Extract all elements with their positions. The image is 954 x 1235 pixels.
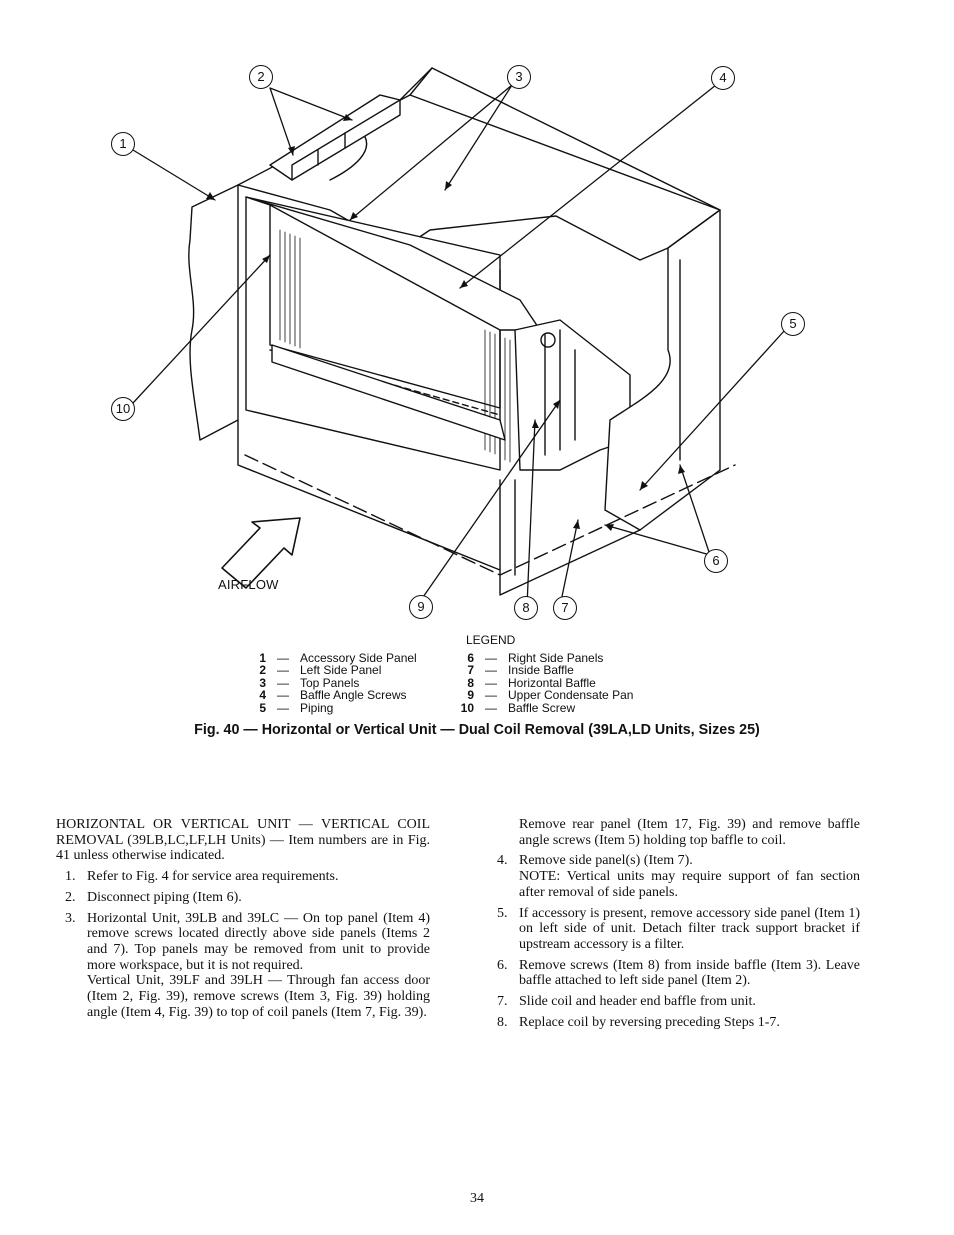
- callout-9: 9: [409, 595, 433, 619]
- airflow-label: AIRFLOW: [218, 577, 279, 592]
- section-intro: HORIZONTAL OR VERTICAL UNIT — VERTICAL C…: [56, 817, 430, 864]
- callout-4: 4: [711, 66, 735, 90]
- legend-number: 9: [467, 688, 474, 703]
- legend-dash: —: [485, 651, 497, 665]
- callout-10: 10: [111, 397, 135, 421]
- step-text: Remove screws (Item 8) from inside baffl…: [519, 957, 860, 989]
- legend-left-column: 1 — Accessory Side Panel 2 — Left Side Panel…: [240, 651, 417, 715]
- step-text: If accessory is present, remove accessor…: [519, 905, 860, 952]
- legend-dash: —: [277, 688, 289, 703]
- right-side-panel: [604, 209, 721, 531]
- callout-8: 8: [514, 596, 538, 620]
- callout-2: 2: [249, 65, 273, 89]
- legend-row: 2 — Left Side Panel: [240, 663, 417, 678]
- list-item: 4. Remove side panel(s) (Item 7).: [488, 853, 860, 869]
- legend-row: 7 — Inside Baffle: [448, 663, 633, 678]
- legend-number: 4: [259, 688, 266, 703]
- list-item: 7. Slide coil and header end baffle from …: [488, 994, 860, 1010]
- legend-row: 8 — Horizontal Baffle: [448, 675, 633, 690]
- callout-1: 1: [111, 132, 135, 156]
- accessory-side-panel: [188, 184, 239, 441]
- legend-row: 1 — Accessory Side Panel: [240, 651, 417, 665]
- left-text-column: HORIZONTAL OR VERTICAL UNIT — VERTICAL C…: [56, 817, 430, 1020]
- legend-row: 4 — Baffle Angle Screws: [240, 688, 417, 703]
- page-number: 34: [470, 1191, 484, 1206]
- list-item: 1. Refer to Fig. 4 for service area requi…: [56, 869, 430, 885]
- legend-dash: —: [485, 675, 497, 690]
- legend-row: 6 — Right Side Panels: [448, 651, 633, 665]
- legend-label: Inside Baffle: [508, 663, 574, 678]
- right-text-column: Remove rear panel (Item 17, Fig. 39) and…: [488, 817, 860, 1030]
- step-text: Disconnect piping (Item 6).: [87, 889, 242, 905]
- step-text: Replace coil by reversing preceding Step…: [519, 1014, 780, 1030]
- step-number: 4.: [497, 853, 508, 869]
- legend-number: 1: [259, 651, 266, 665]
- legend-label: Right Side Panels: [508, 651, 604, 665]
- legend-dash: —: [485, 663, 497, 678]
- legend-dash: —: [277, 663, 289, 678]
- step-text: Slide coil and header end baffle from un…: [519, 994, 756, 1010]
- callout-3: 3: [507, 65, 531, 89]
- legend-row: 5 — Piping: [240, 700, 417, 715]
- legend-number: 3: [259, 675, 266, 690]
- legend-right-column: 6 — Right Side Panels 7 — Inside Baffle 8 — Ho…: [448, 651, 634, 715]
- legend-title: LEGEND: [466, 633, 516, 647]
- legend-number: 2: [259, 663, 266, 678]
- step-text: Horizontal Unit, 39LB and 39LC — On top …: [87, 910, 430, 973]
- legend-label: Accessory Side Panel: [300, 651, 417, 665]
- step-continuation: Remove rear panel (Item 17, Fig. 39) and…: [519, 817, 860, 848]
- step-text: Refer to Fig. 4 for service area require…: [87, 869, 339, 885]
- legend-label: Baffle Screw: [508, 700, 576, 715]
- legend-label: Piping: [300, 700, 334, 715]
- legend-dash: —: [485, 688, 497, 703]
- step-number: 6.: [497, 957, 508, 973]
- list-item: 6. Remove screws (Item 8) from inside baf…: [488, 958, 860, 989]
- legend-label: Left Side Panel: [300, 663, 382, 678]
- legend-dash: —: [485, 700, 497, 715]
- legend-dash: —: [277, 700, 289, 715]
- figure-caption: Fig. 40 — Horizontal or Vertical Unit — …: [194, 722, 760, 738]
- legend-row: 9 — Upper Condensate Pan: [448, 688, 634, 703]
- legend-number: 6: [467, 651, 474, 665]
- list-item: 8. Replace coil by reversing preceding St…: [488, 1015, 860, 1031]
- step-number: 7.: [497, 994, 508, 1010]
- legend-label: Baffle Angle Screws: [300, 688, 407, 703]
- legend-number: 5: [259, 700, 266, 715]
- legend-row: 3 — Top Panels: [240, 675, 417, 690]
- note-text: NOTE: Vertical units may require support…: [519, 869, 860, 900]
- list-item: 2. Disconnect piping (Item 6).: [56, 890, 430, 906]
- legend-dash: —: [277, 675, 289, 690]
- airflow-arrow: [221, 517, 301, 589]
- legend-number: 7: [467, 663, 474, 678]
- callout-7: 7: [553, 596, 577, 620]
- step-number: 8.: [497, 1014, 508, 1030]
- legend-label: Horizontal Baffle: [508, 675, 596, 690]
- step-number: 1.: [65, 869, 76, 885]
- callout-6: 6: [704, 549, 728, 573]
- list-item: 5. If accessory is present, remove access…: [488, 906, 860, 953]
- step-number: 5.: [497, 905, 508, 921]
- callout-5: 5: [781, 312, 805, 336]
- dual-coil-removal-diagram: [132, 67, 786, 607]
- legend-number: 8: [467, 675, 474, 690]
- list-item: 3. Horizontal Unit, 39LB and 39LC — On to…: [56, 911, 430, 974]
- step-text: Remove side panel(s) (Item 7).: [519, 853, 693, 869]
- legend-label: Top Panels: [300, 675, 360, 690]
- step-continuation: Vertical Unit, 39LF and 39LH — Through f…: [87, 973, 430, 1020]
- step-number: 2.: [65, 889, 76, 905]
- legend-dash: —: [277, 651, 289, 665]
- legend-row: 10 — Baffle Screw: [448, 700, 633, 715]
- legend-number: 10: [460, 700, 474, 715]
- legend-label: Upper Condensate Pan: [508, 688, 634, 703]
- step-number: 3.: [65, 910, 76, 926]
- horizontal-baffle-bar: [271, 344, 506, 441]
